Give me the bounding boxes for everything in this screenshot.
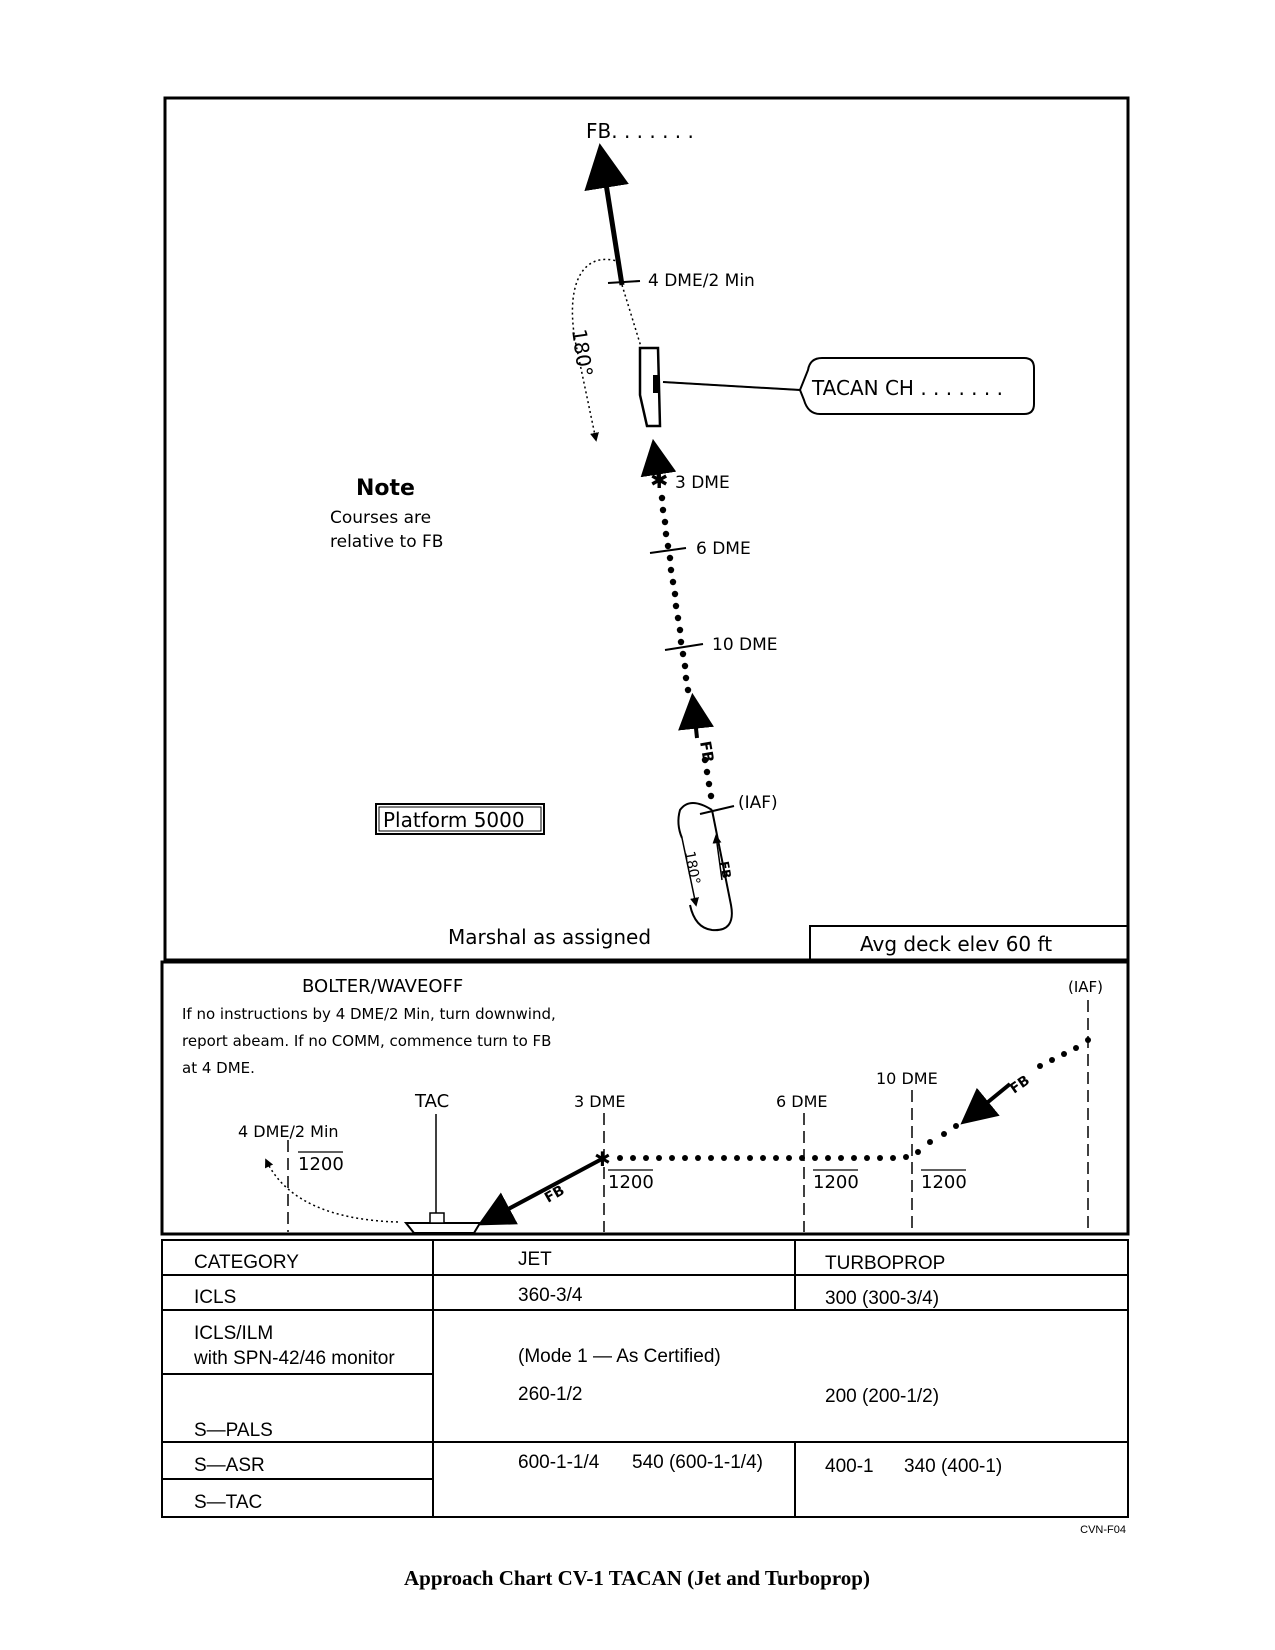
profile-dme3-star-icon: ✱ [594,1147,611,1171]
bolter-instr-2: report abeam. If no COMM, commence turn … [182,1032,551,1050]
dme4-tick [607,280,641,284]
holding-right-leg [689,809,733,932]
row-asr-jet-a: 600-1-1/4 [518,1452,600,1473]
profile-view-border [160,960,1130,1236]
row-asr-jet-b: 540 (600-1-1/4) [632,1452,763,1473]
platform-label: Platform 5000 [383,808,525,832]
dme3-label: 3 DME [675,473,730,493]
tacan-pointer [662,381,801,391]
profile-dme10-label: 10 DME [876,1069,938,1088]
fb-label: FB. . . . . . . [586,119,694,143]
holding-180-label: 180° [681,850,703,886]
fb-course-label: FB [696,740,717,764]
header-turboprop: TURBOPROP [825,1253,945,1274]
turn-180-label: 180° [567,327,597,378]
bolter-instr-3: at 4 DME. [182,1059,255,1077]
profile-dotted-path [617,1037,1091,1161]
row-tac-label: S—TAC [194,1492,262,1513]
final-bearing-arrow [584,143,629,286]
row-asr-turboprop-b: 340 (400-1) [904,1456,1002,1477]
ship-profile-icon [403,1222,482,1234]
ship-profile-island-icon [429,1212,445,1224]
fb-course-arrow [678,692,714,739]
fb-descent-arrow-lower [477,1158,601,1226]
minima-table: CATEGORY JET TURBOPROP ICLS 360-3/4 300 … [161,1239,1129,1518]
bolter-title: BOLTER/WAVEOFF [302,976,463,997]
chart-caption: Approach Chart CV-1 TACAN (Jet and Turbo… [404,1566,870,1590]
dme3-star-icon: ✱ [650,469,668,494]
header-category: CATEGORY [194,1252,299,1273]
tacan-ch-label: TACAN CH . . . . . . . [811,376,1003,400]
profile-dme4-label: 4 DME/2 Min [238,1122,339,1141]
row-icls-label: ICLS [194,1287,236,1308]
dme6-label: 6 DME [696,539,751,559]
row-pals-turboprop: 200 (200-1/2) [825,1386,939,1407]
row-pals-label: S—PALS [194,1420,273,1441]
minima-table-border [161,1239,1129,1518]
marshal-label: Marshal as assigned [448,925,651,949]
plan-view: FB. . . . . . . 4 DME/2 Min 180° TACAN C… [163,96,1130,962]
row-icls-ilm-label-1: ICLS/ILM [194,1323,273,1344]
deck-elev-box [809,925,1129,961]
row-icls-jet: 360-3/4 [518,1285,583,1306]
alt6-label: 1200 [813,1172,859,1193]
bolter-instr-1: If no instructions by 4 DME/2 Min, turn … [182,1005,556,1023]
profile-view: BOLTER/WAVEOFF If no instructions by 4 D… [160,960,1130,1236]
row-asr-label: S—ASR [194,1455,265,1476]
carrier-ship-icon [638,346,662,428]
profile-dme6-label: 6 DME [776,1092,828,1111]
note-line1: Courses are [330,508,431,528]
row-mode1-label: (Mode 1 — As Certified) [518,1346,721,1367]
holding-fb-label: FB [717,860,734,880]
iaf-label: (IAF) [738,793,778,813]
note-title: Note [356,476,415,501]
platform-box [375,803,545,835]
dme10-tick [664,643,704,651]
plan-view-border [163,96,1130,962]
row-icls-ilm-label-2: with SPN-42/46 monitor [193,1348,395,1369]
tacan-callout [662,357,1035,415]
profile-iaf-label: (IAF) [1068,978,1103,996]
reciprocal-dotted-line [621,284,643,351]
ship-island-icon [653,375,658,393]
iaf-tick [699,805,735,815]
dme10-label: 10 DME [712,635,778,655]
inbound-dotted-course [658,494,715,800]
bolter-path [265,1158,399,1223]
row-pals-jet: 260-1/2 [518,1384,582,1405]
chart-id: CVN-F04 [1080,1524,1126,1536]
header-jet: JET [518,1249,552,1270]
fb-descent-arrow-upper [960,1082,1012,1125]
holding-inbound-arrow [712,834,723,881]
profile-fb-label-upper: FB [1007,1073,1033,1098]
turn-180-path [571,258,621,442]
dme6-tick [649,547,687,554]
inbound-arrow [640,438,677,479]
profile-tac-label: TAC [414,1091,449,1112]
row-icls-turboprop: 300 (300-3/4) [825,1288,939,1309]
note-line2: relative to FB [330,532,443,552]
alt3-label: 1200 [608,1172,654,1193]
profile-fb-label-lower: FB [542,1182,568,1206]
platform-inner-box [378,806,542,832]
alt10-label: 1200 [921,1172,967,1193]
alt4-label: 1200 [298,1154,344,1175]
holding-outbound-arrow [681,837,699,907]
dme4-label: 4 DME/2 Min [648,271,755,291]
profile-dme3-label: 3 DME [574,1092,626,1111]
holding-turn [677,802,713,839]
deck-elev-label: Avg deck elev 60 ft [860,932,1052,956]
row-asr-turboprop-a: 400-1 [825,1456,874,1477]
